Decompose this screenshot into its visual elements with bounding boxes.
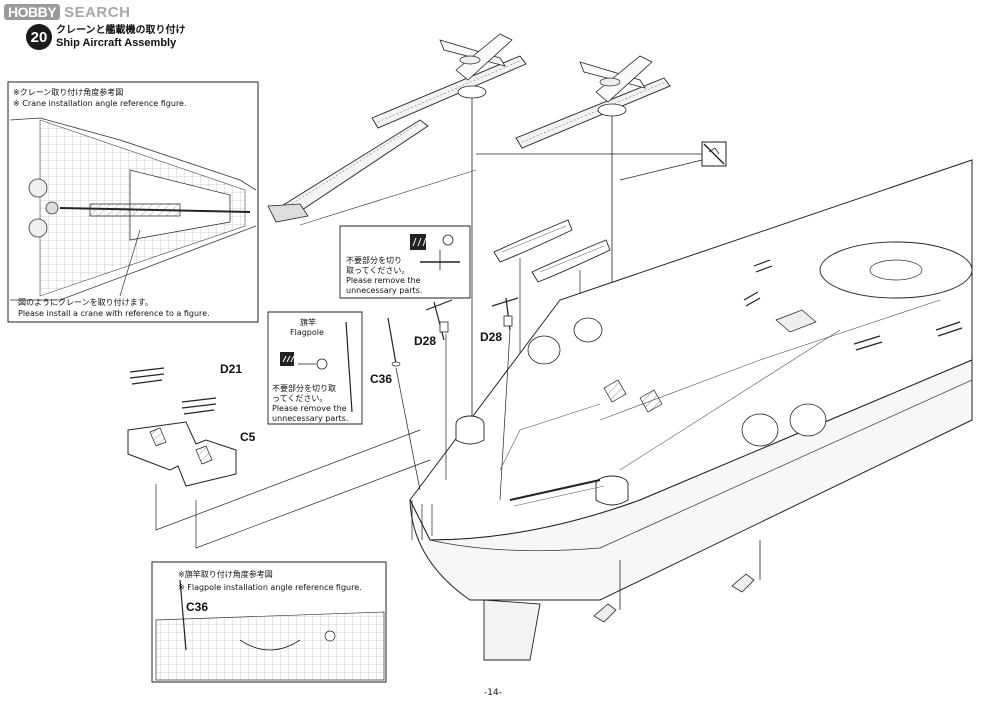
part-d28-left (425, 299, 453, 480)
watermark-text: SEARCH (64, 3, 131, 21)
remove-note-en-2: unnecessary parts. (346, 286, 423, 295)
flagpole-label-jp: 旗竿 (300, 318, 316, 327)
watermark: HOBBY SEARCH (4, 3, 130, 21)
flagpole-box (267, 311, 363, 425)
crane-inset-title-jp: ※クレーン取り付け角度参考図 (13, 88, 124, 97)
part-c5 (127, 421, 237, 487)
flagpole-remove-en-2: unnecessary parts. (272, 414, 349, 423)
step-number: 20 (26, 24, 52, 50)
flagpole-inset-title-jp: ※旗竿取り付け角度参考図 (178, 570, 273, 579)
remove-note-box (339, 225, 471, 299)
aircraft-left (439, 33, 513, 81)
remove-note-jp-1: 不要部分を切り (346, 256, 402, 265)
remove-note-en-1: Please remove the (346, 276, 421, 285)
part-label-d21: D21 (220, 362, 243, 376)
crane-inset-note-jp: 図のようにクレーンを取り付けます。 (18, 298, 153, 307)
ship-hull (409, 159, 973, 661)
step-header: 20 クレーンと艦載機の取り付け Ship Aircraft Assembly (26, 24, 186, 50)
part-label-d28-left: D28 (414, 334, 437, 348)
remove-note-jp-2: 取ってください。 (346, 266, 410, 275)
flagpole-inset-part-c36: C36 (186, 600, 209, 614)
part-label-c36: C36 (370, 372, 393, 386)
flagpole-inset-title-en: ※ Flagpole installation angle reference … (178, 583, 362, 592)
crane-inset-title-en: ※ Crane installation angle reference fig… (13, 99, 187, 108)
step-title-jp: クレーンと艦載機の取り付け (56, 24, 186, 36)
part-label-d28-right: D28 (480, 330, 503, 344)
crane-part (267, 119, 477, 226)
part-d28-right (491, 297, 519, 501)
crane-reference-inset (7, 81, 259, 323)
flagpole-remove-en-1: Please remove the (272, 404, 347, 413)
part-label-c5: C5 (240, 430, 256, 444)
step-title-en: Ship Aircraft Assembly (56, 36, 177, 49)
part-c36 (387, 317, 421, 491)
flagpole-remove-jp-1: 不要部分を切り取 (272, 384, 336, 393)
flagpole-remove-jp-2: ってください。 (272, 394, 328, 403)
flagpole-label-en: Flagpole (290, 328, 324, 337)
no-glue-icon (701, 141, 727, 167)
part-d21 (129, 367, 217, 415)
crane-inset-note-en: Please install a crane with reference to… (18, 309, 210, 318)
watermark-logo: HOBBY (4, 4, 61, 20)
aircraft-right (579, 55, 653, 103)
flagpole-reference-inset (151, 561, 387, 683)
page-number: -14- (484, 688, 502, 698)
